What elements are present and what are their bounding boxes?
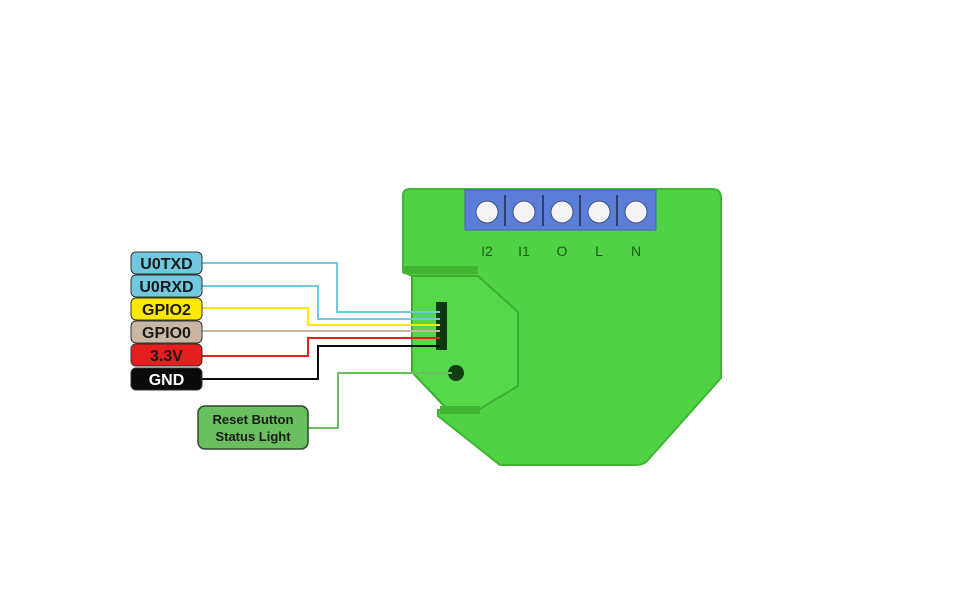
pin-label: 3.3V bbox=[150, 348, 183, 365]
terminal-label: O bbox=[557, 243, 568, 259]
reset-button-hole bbox=[448, 365, 464, 381]
pin-label: GPIO2 bbox=[142, 302, 191, 319]
pin-label-box bbox=[130, 320, 203, 344]
terminal-label: N bbox=[631, 243, 641, 259]
reset-wire bbox=[308, 372, 452, 429]
terminal-label: L bbox=[595, 243, 603, 259]
reset-label-line1: Reset Button bbox=[213, 412, 294, 427]
wire-gnd bbox=[202, 345, 440, 380]
pin-label: U0TXD bbox=[140, 256, 192, 273]
terminal-screw bbox=[550, 200, 574, 224]
pin-label: U0RXD bbox=[139, 279, 193, 296]
header-connector bbox=[436, 302, 447, 350]
terminal-screw bbox=[587, 200, 611, 224]
pin-label-box bbox=[130, 343, 203, 367]
wire-u0rxd bbox=[202, 285, 440, 320]
wire-u0txd bbox=[202, 262, 440, 313]
terminal-screw bbox=[475, 200, 499, 224]
pin-label-box bbox=[130, 251, 203, 275]
pin-label: GPIO0 bbox=[142, 325, 191, 342]
reset-label-line2: Status Light bbox=[215, 429, 291, 444]
shelf-edge bbox=[403, 266, 478, 274]
wire-gpio2 bbox=[202, 307, 440, 326]
pin-label-box bbox=[130, 367, 203, 391]
pin-label-box bbox=[130, 297, 203, 321]
wire-33v bbox=[202, 337, 440, 357]
terminal-label: I2 bbox=[481, 243, 493, 259]
pin-label-box bbox=[130, 274, 203, 298]
terminal-screw bbox=[624, 200, 648, 224]
reset-label-box bbox=[197, 405, 309, 450]
terminal-screw bbox=[512, 200, 536, 224]
terminal-block bbox=[464, 189, 657, 231]
notch bbox=[440, 406, 480, 414]
pin-label: GND bbox=[149, 372, 185, 389]
terminal-label: I1 bbox=[518, 243, 530, 259]
